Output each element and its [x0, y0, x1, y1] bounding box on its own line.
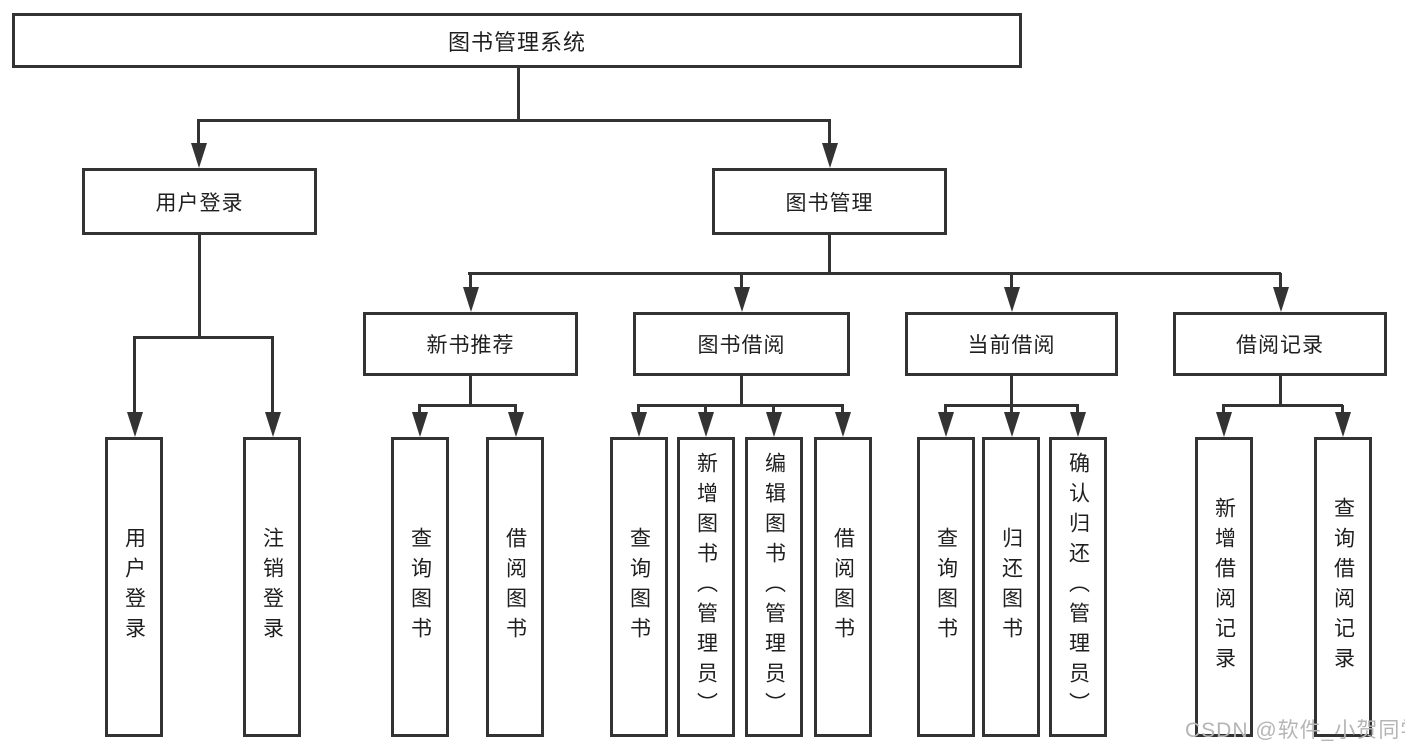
leaf-add-book-admin-label: 新增图书（管理员）	[694, 452, 718, 722]
leaf-logout: 注销登录	[243, 437, 301, 737]
arrowhead-to-leaf-query-books-1	[411, 405, 428, 437]
leaf-query-books-2-label: 查询图书	[627, 527, 651, 647]
leaf-return-books-label: 归还图书	[999, 527, 1023, 647]
edge-book-management-trunk	[828, 235, 831, 275]
leaf-query-books-3-label: 查询图书	[934, 527, 958, 647]
leaf-add-borrow-record: 新增借阅记录	[1195, 437, 1253, 737]
node-current-borrowing-label: 当前借阅	[967, 334, 1056, 357]
leaf-borrow-books-2-label: 借阅图书	[831, 527, 855, 647]
leaf-query-borrow-record: 查询借阅记录	[1314, 437, 1372, 737]
edge-borrowing-records-trunk	[1279, 376, 1282, 407]
leaf-borrow-books-1: 借阅图书	[486, 437, 544, 737]
leaf-query-books-1-label: 查询图书	[408, 527, 432, 647]
node-user-login: 用户登录	[82, 168, 317, 235]
node-user-login-label: 用户登录	[155, 191, 244, 215]
node-book-management-label: 图书管理	[785, 191, 874, 215]
edge-root-trunk	[517, 68, 520, 120]
edge-borrowing-records-branch	[1222, 404, 1343, 407]
edge-new-book-branch	[418, 404, 517, 407]
arrowhead-to-leaf-query-borrow-record	[1334, 405, 1351, 437]
edge-root-branch	[197, 119, 831, 122]
node-root-label: 图书管理系统	[447, 29, 586, 55]
csdn-watermark: CSDN @软件_小贺同学	[1185, 719, 1405, 742]
leaf-add-borrow-record-label: 新增借阅记录	[1212, 497, 1236, 677]
leaf-confirm-return-admin: 确认归还（管理员）	[1049, 437, 1107, 737]
node-current-borrowing: 当前借阅	[905, 312, 1118, 376]
arrowhead-to-user-login	[190, 120, 207, 168]
node-borrowing-records-label: 借阅记录	[1236, 334, 1324, 357]
arrowhead-to-borrowing-records	[1272, 273, 1289, 312]
arrowhead-to-leaf-edit-book-admin	[765, 405, 782, 437]
arrowhead-to-new-book-recommendation	[462, 273, 479, 312]
leaf-add-book-admin: 新增图书（管理员）	[677, 437, 735, 737]
arrowhead-to-leaf-query-books-2	[630, 405, 647, 437]
edge-book-borrowing-branch	[637, 404, 844, 407]
arrowhead-to-book-management	[821, 120, 838, 168]
arrowhead-to-leaf-logout	[264, 337, 281, 437]
arrowhead-to-leaf-borrow-books-1	[507, 405, 524, 437]
leaf-user-login-label: 用户登录	[122, 527, 146, 647]
leaf-query-books-1: 查询图书	[391, 437, 449, 737]
leaf-borrow-books-2: 借阅图书	[814, 437, 872, 737]
node-root: 图书管理系统	[12, 13, 1022, 68]
edge-book-borrowing-trunk	[740, 376, 743, 407]
node-book-borrowing: 图书借阅	[633, 312, 850, 376]
leaf-logout-label: 注销登录	[260, 527, 284, 647]
leaf-confirm-return-admin-label: 确认归还（管理员）	[1066, 452, 1090, 722]
node-borrowing-records: 借阅记录	[1173, 312, 1387, 376]
arrowhead-to-leaf-confirm-return	[1069, 405, 1086, 437]
arrowhead-to-current-borrowing	[1003, 273, 1020, 312]
arrowhead-to-leaf-borrow-books-2	[834, 405, 851, 437]
arrowhead-to-leaf-add-book-admin	[697, 405, 714, 437]
node-new-book-recommendation-label: 新书推荐	[426, 334, 515, 357]
leaf-query-books-2: 查询图书	[610, 437, 668, 737]
arrowhead-to-leaf-query-books-3	[937, 405, 954, 437]
arrowhead-to-leaf-add-borrow-record	[1215, 405, 1232, 437]
node-book-borrowing-label: 图书借阅	[697, 334, 786, 357]
edge-user-login-trunk	[198, 235, 201, 339]
leaf-query-books-3: 查询图书	[917, 437, 975, 737]
leaf-edit-book-admin-label: 编辑图书（管理员）	[762, 452, 786, 722]
leaf-user-login: 用户登录	[105, 437, 163, 737]
edge-new-book-trunk	[469, 376, 472, 407]
leaf-return-books: 归还图书	[982, 437, 1040, 737]
leaf-query-borrow-record-label: 查询借阅记录	[1331, 497, 1355, 677]
node-book-management: 图书管理	[712, 168, 947, 235]
arrowhead-to-book-borrowing	[733, 273, 750, 312]
edge-user-login-branch	[133, 336, 274, 339]
leaf-edit-book-admin: 编辑图书（管理员）	[745, 437, 803, 737]
leaf-borrow-books-1-label: 借阅图书	[503, 527, 527, 647]
edge-book-management-branch	[468, 272, 1281, 275]
arrowhead-to-leaf-user-login	[126, 337, 143, 437]
arrowhead-to-leaf-return-books	[1003, 405, 1020, 437]
node-new-book-recommendation: 新书推荐	[363, 312, 578, 376]
edge-current-borrowing-trunk	[1010, 376, 1013, 407]
